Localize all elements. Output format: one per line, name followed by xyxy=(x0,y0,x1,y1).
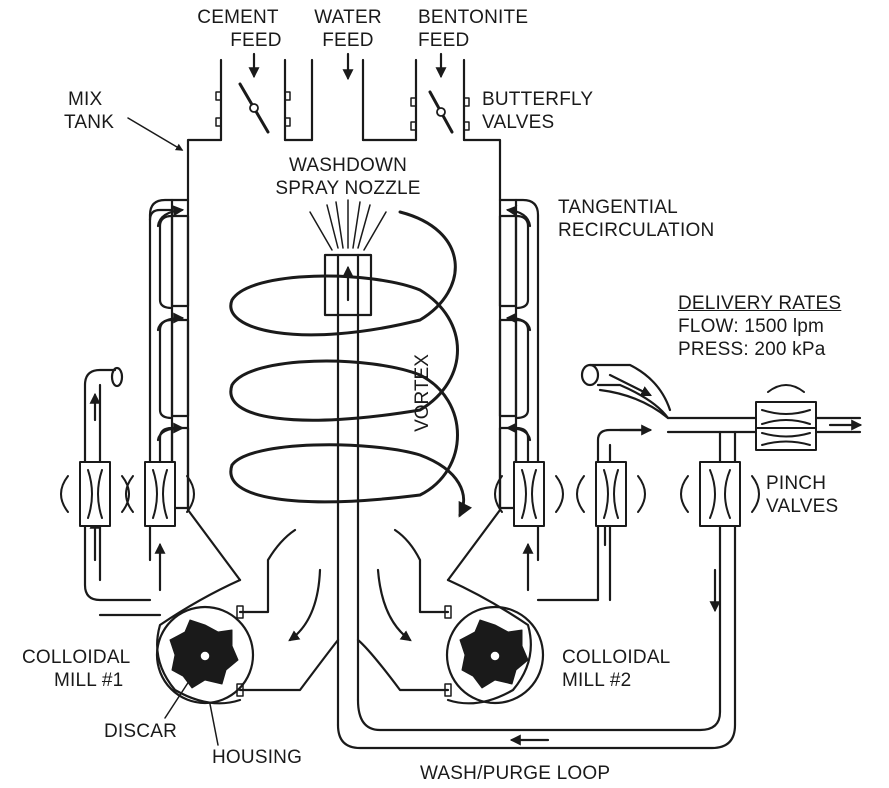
mix-tank-line-2: TANK xyxy=(64,112,115,133)
pinch-valves-line-2: VALVES xyxy=(766,496,839,517)
housing-leader xyxy=(209,703,219,746)
cement-feed-label: CEMENT FEED xyxy=(190,6,286,52)
vortex-label: VORTEX xyxy=(411,354,433,432)
tangential-line-2: RECIRCULATION xyxy=(558,220,715,241)
pinch-valve-purge xyxy=(680,461,760,527)
tangential-arrow-6 xyxy=(505,422,532,442)
pinch-valve-left-outer xyxy=(60,461,130,527)
vortex-spiral xyxy=(229,210,473,518)
bentonite-feed-line-2: FEED xyxy=(418,30,470,51)
housing-label: HOUSING xyxy=(212,747,303,768)
washdown-line-1: WASHDOWN xyxy=(288,155,408,176)
tangential-arrow-5 xyxy=(505,312,532,332)
mill-1-hub xyxy=(199,650,211,662)
wash-purge-loop xyxy=(336,430,737,750)
colloidal-mill-2-label: COLLOIDAL MILL #2 xyxy=(562,646,670,692)
mill-1-inflow-arrow xyxy=(288,568,322,642)
bentonite-feed-chute xyxy=(410,58,470,142)
delivery-flow: FLOW: 1500 lpm xyxy=(678,316,825,337)
tangential-arrow-2 xyxy=(156,312,185,332)
water-feed-line-1: WATER xyxy=(314,7,382,28)
mill-2-hub xyxy=(489,650,501,662)
pinch-valves-label: PINCH VALVES xyxy=(766,472,838,518)
washdown-line-2: SPRAY NOZZLE xyxy=(275,178,421,199)
pinch-valve-delivery-lower xyxy=(755,427,817,451)
mix-tank-leader xyxy=(127,117,184,151)
pinch-valve-right-inner xyxy=(494,461,564,527)
water-feed-chute xyxy=(310,58,365,142)
pinch-valve-left-inner xyxy=(125,461,195,527)
wash-purge-loop-label: WASH/PURGE LOOP xyxy=(420,763,611,784)
tangential-arrow-1 xyxy=(156,205,185,228)
colloidal-mill-1-housing xyxy=(155,528,340,705)
butterfly-valve-cement xyxy=(238,82,270,134)
butterfly-valves-label: BUTTERFLY VALVES xyxy=(482,88,593,134)
pinch-valves-line-1: PINCH xyxy=(766,473,827,494)
mill-1-line-2: MILL #1 xyxy=(54,670,124,691)
central-water-pipe xyxy=(336,313,360,727)
butterfly-valve-bentonite xyxy=(428,90,454,134)
mill-1-line-1: COLLOIDAL xyxy=(22,647,131,668)
washdown-spray-nozzle-label: WASHDOWN SPRAY NOZZLE xyxy=(262,154,434,200)
delivery-rates-title: DELIVERY RATES xyxy=(678,293,842,314)
mill-2-line-1: COLLOIDAL xyxy=(562,647,671,668)
bentonite-feed-line-1: BENTONITE xyxy=(418,7,529,28)
cement-feed-line-1: CEMENT xyxy=(197,7,279,28)
tangential-line-1: TANGENTIAL xyxy=(558,197,678,218)
pinch-valve-right-outer xyxy=(576,461,646,527)
mill-2-inflow-arrow xyxy=(376,568,412,642)
tangential-recirculation-label: TANGENTIAL RECIRCULATION xyxy=(558,196,714,242)
delivery-rates-block: DELIVERY RATES FLOW: 1500 lpm PRESS: 200… xyxy=(678,292,841,361)
cement-feed-chute xyxy=(215,58,291,142)
washdown-spray-nozzle xyxy=(309,199,387,317)
mix-tank-line-1: MIX xyxy=(68,89,103,110)
colloidal-mill-1-label: COLLOIDAL MILL #1 xyxy=(22,646,130,692)
butterfly-valves-line-1: BUTTERFLY xyxy=(482,89,594,110)
mix-tank-label: MIX TANK xyxy=(64,88,114,134)
tangential-arrow-3 xyxy=(156,422,185,442)
delivery-press: PRESS: 200 kPa xyxy=(678,339,826,360)
tangential-arrow-4 xyxy=(505,205,532,228)
water-feed-label: WATER FEED xyxy=(306,6,390,52)
colloidal-mill-2-housing xyxy=(356,528,545,705)
cement-feed-line-2: FEED xyxy=(230,30,282,51)
butterfly-valves-line-2: VALVES xyxy=(482,112,555,133)
discar-leader xyxy=(164,671,196,719)
bentonite-feed-label: BENTONITE FEED xyxy=(418,6,528,52)
discar-label: DISCAR xyxy=(104,721,177,742)
water-feed-line-2: FEED xyxy=(322,30,374,51)
mill-2-line-2: MILL #2 xyxy=(562,670,632,691)
